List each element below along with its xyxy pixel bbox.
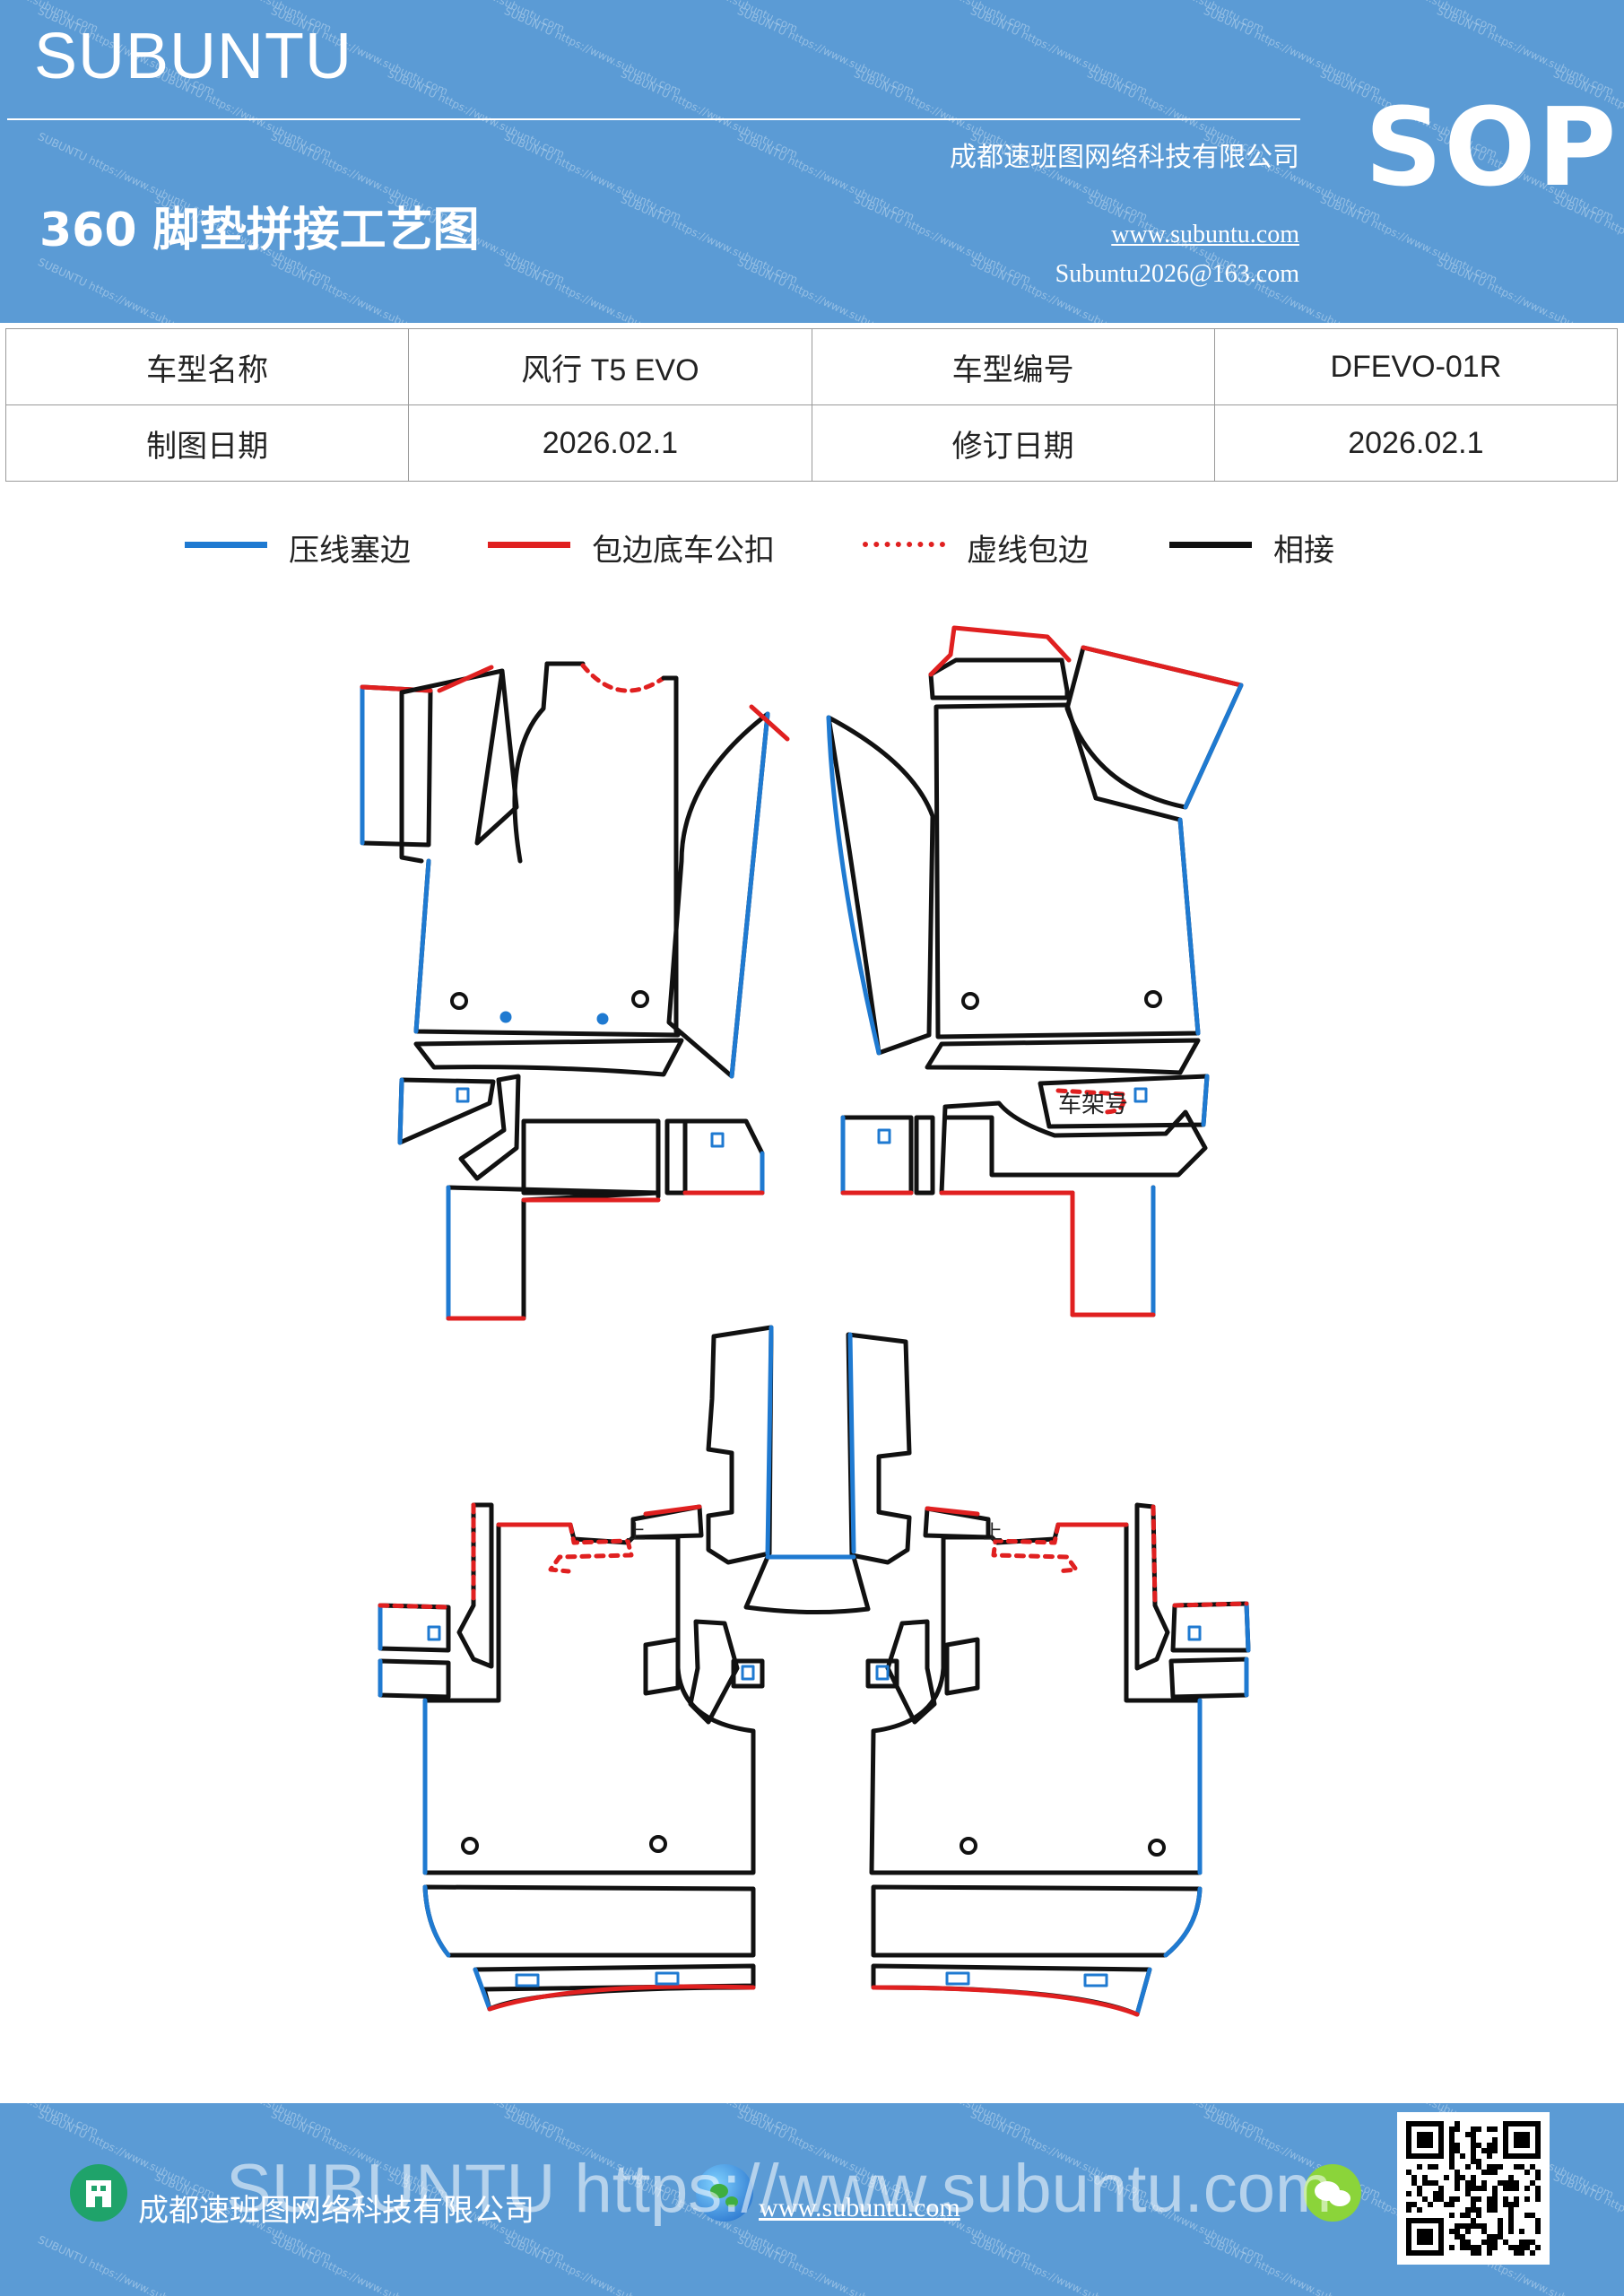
revision-date-value: 2026.02.1 [1213, 404, 1619, 482]
legend-swatch [488, 542, 570, 548]
table-row: 制图日期 2026.02.1 修订日期 2026.02.1 [4, 404, 1619, 482]
rear-left-mat [378, 1502, 765, 2012]
draw-date-value: 2026.02.1 [408, 404, 812, 482]
header-website-link[interactable]: www.subuntu.com [1111, 221, 1299, 248]
floor-mat-diagram: 车架号 上 上 [360, 625, 1251, 2017]
center-tunnel-pieces [706, 1325, 912, 1615]
revision-date-label: 修订日期 [811, 404, 1215, 482]
model-code-value: DFEVO-01R [1213, 328, 1619, 405]
rear-right-mat [865, 1502, 1251, 2017]
footer-website-link[interactable]: www.subuntu.com [759, 2193, 960, 2222]
legend-label: 包边底车公扣 [592, 533, 775, 569]
model-code-label: 车型编号 [811, 328, 1215, 405]
model-name-value: 风行 T5 EVO [408, 328, 812, 405]
vehicle-info-table: 车型名称 风行 T5 EVO 车型编号 DFEVO-01R 制图日期 2026.… [4, 328, 1619, 482]
clip-mark-left: 上 [626, 1522, 646, 1544]
brand-name: SUBUNTU [34, 21, 353, 92]
qr-code[interactable] [1397, 2112, 1550, 2265]
clip-mark-right: 上 [983, 1522, 1003, 1544]
header-email: Subuntu2026@163.com [1055, 260, 1299, 288]
legend-swatch [1169, 542, 1252, 548]
header-company: 成都速班图网络科技有限公司 [950, 142, 1299, 173]
legend-label: 压线塞边 [289, 533, 411, 569]
front-left-mat [360, 661, 790, 1321]
globe-icon [696, 2164, 753, 2222]
building-icon [70, 2164, 127, 2222]
footer-watermark-text: SUBUNTU https://www.subuntu.com [226, 2151, 1333, 2227]
draw-date-label: 制图日期 [4, 404, 410, 482]
legend-label: 相接 [1273, 533, 1334, 569]
front-right-mat [826, 625, 1244, 1318]
wechat-icon [1304, 2164, 1361, 2222]
header-divider [7, 118, 1300, 120]
vin-label: 车架号 [1058, 1091, 1128, 1118]
legend-swatch [863, 542, 945, 547]
footer-company: 成都速班图网络科技有限公司 [138, 2193, 534, 2229]
model-name-label: 车型名称 [4, 328, 410, 405]
sop-badge: SOP [1365, 86, 1619, 211]
legend-swatch [185, 542, 267, 548]
table-row: 车型名称 风行 T5 EVO 车型编号 DFEVO-01R [4, 328, 1619, 405]
legend: 压线塞边 包边底车公扣 虚线包边 相接 [0, 526, 1624, 570]
page-title: 360 脚垫拼接工艺图 [39, 204, 480, 257]
legend-label: 虚线包边 [967, 533, 1089, 569]
